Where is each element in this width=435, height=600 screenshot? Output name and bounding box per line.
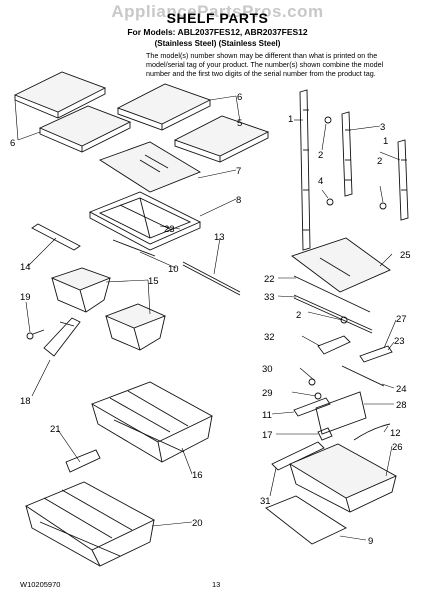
glass-shelf-left-top <box>13 71 107 119</box>
callout-3: 3 <box>380 122 385 133</box>
crisper-cover-frame <box>88 191 202 251</box>
callout-18: 18 <box>20 396 31 407</box>
callout-labels: 1 1 2 2 2 3 4 25 6 6 7 8 9 10 11 12 13 1… <box>10 92 411 547</box>
callout-16: 16 <box>192 470 203 481</box>
shelf-rail-right <box>397 139 409 221</box>
callout-26: 26 <box>392 442 403 453</box>
finish-line: (Stainless Steel) (Stainless Steel) <box>154 39 281 48</box>
callout-29: 29 <box>262 388 273 399</box>
pan-bracket <box>317 335 351 355</box>
lower-wire-basket <box>25 481 155 567</box>
callout-4: 4 <box>318 176 323 187</box>
callout-15: 15 <box>148 276 159 287</box>
deli-pan <box>289 443 398 513</box>
leader-lines <box>14 95 401 541</box>
callout-19: 19 <box>20 292 31 303</box>
callout-2: 2 <box>377 156 382 167</box>
long-rod <box>182 261 241 293</box>
callout-31: 31 <box>260 496 271 507</box>
glass-shelf-right-bottom <box>173 115 270 163</box>
callout-33: 33 <box>264 292 275 303</box>
control-knob <box>317 427 333 441</box>
screw <box>26 329 45 340</box>
models-line: For Models: ABL2037FES12, ABR2037FES12 <box>127 27 308 37</box>
rail-screw <box>326 198 334 206</box>
screw <box>308 378 316 386</box>
crisper-drawer-left <box>50 267 112 313</box>
callout-30: 30 <box>262 364 273 375</box>
pan-slide <box>293 397 331 417</box>
callout-21: 21 <box>50 424 61 435</box>
document-number: W10205970 <box>20 580 61 589</box>
callout-32: 32 <box>264 332 275 343</box>
glass-shelf-left-bottom <box>38 105 132 153</box>
glass-shelf-right-top <box>116 83 212 131</box>
support-rod <box>341 365 385 387</box>
callout-9: 9 <box>368 536 373 547</box>
callout-6: 6 <box>237 92 242 103</box>
pan-front-cover <box>265 495 347 545</box>
callout-2: 2 <box>318 150 323 161</box>
callout-23: 23 <box>164 224 175 235</box>
callout-22: 22 <box>264 274 275 285</box>
shelf-rail-left <box>299 89 311 251</box>
callout-12: 12 <box>390 428 401 439</box>
model-note: The model(s) number shown may be differe… <box>146 51 384 78</box>
pan-rod <box>353 423 391 441</box>
callout-1: 1 <box>383 136 388 147</box>
callout-14: 14 <box>20 262 31 273</box>
page-number: 13 <box>212 580 221 589</box>
callout-25: 25 <box>400 250 411 261</box>
callout-2: 2 <box>296 310 301 321</box>
small-rod <box>112 239 156 257</box>
glass-panel <box>98 141 202 193</box>
shelf-rail-middle <box>341 111 353 197</box>
divider-strip <box>31 223 81 251</box>
front-trim <box>293 275 371 313</box>
callout-8: 8 <box>236 195 241 206</box>
drawer-slide <box>43 317 81 357</box>
callout-23: 23 <box>394 336 405 347</box>
slide-support <box>359 345 393 363</box>
callout-10: 10 <box>168 264 179 275</box>
crisper-drawer-right <box>104 303 167 351</box>
callout-28: 28 <box>396 400 407 411</box>
glass-top-panel <box>291 237 391 293</box>
pan-cover <box>315 391 367 435</box>
callout-20: 20 <box>192 518 203 529</box>
rear-trim <box>293 294 373 331</box>
callout-13: 13 <box>214 232 225 243</box>
callout-1: 1 <box>288 114 293 125</box>
watermark: AppliancePartsPros.com <box>111 2 324 21</box>
page-title: SHELF PARTS <box>166 10 269 26</box>
callout-7: 7 <box>236 166 241 177</box>
callout-24: 24 <box>396 384 407 395</box>
upper-wire-basket <box>90 381 213 463</box>
callout-27: 27 <box>396 314 407 325</box>
callout-11: 11 <box>262 410 272 421</box>
rail-screw <box>324 116 332 124</box>
basket-handle <box>65 449 101 473</box>
callout-17: 17 <box>262 430 273 441</box>
rail-screw <box>379 202 387 210</box>
callout-5: 5 <box>237 118 242 129</box>
callout-6: 6 <box>10 138 15 149</box>
